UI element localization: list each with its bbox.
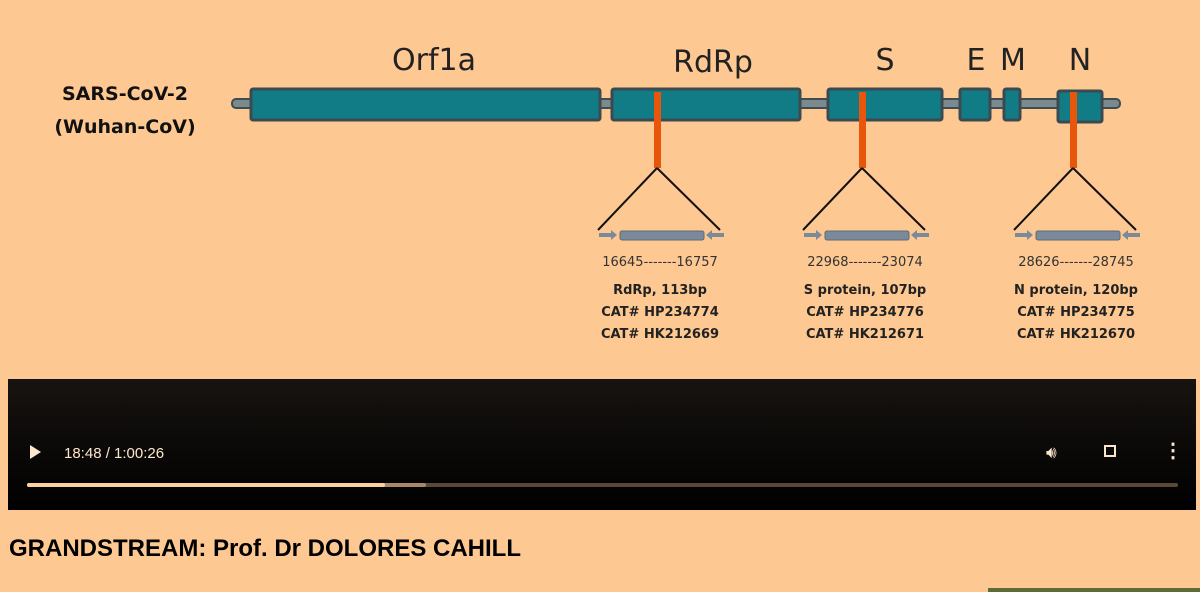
time-display: 18:48 / 1:00:26 <box>64 445 165 462</box>
fullscreen-icon[interactable] <box>1104 445 1116 457</box>
amplicon-bar <box>824 230 910 241</box>
gene-label-n: N <box>1069 43 1091 78</box>
reverse-primer-icon <box>1122 230 1140 240</box>
gene-box-e <box>958 87 992 122</box>
target-cat-hk: CAT# HK212671 <box>806 327 924 342</box>
target-marker <box>1070 92 1077 168</box>
virus-name: SARS-CoV-2 <box>62 83 188 105</box>
gene-label-m: M <box>1000 43 1026 78</box>
progress-scrubber[interactable] <box>27 483 1178 487</box>
reverse-primer-icon <box>911 230 929 240</box>
zoom-line-left <box>802 167 863 231</box>
genome-track <box>231 87 1121 124</box>
sidebar-edge <box>988 588 1200 592</box>
forward-primer-icon <box>1015 230 1033 240</box>
amplicon-bar <box>619 230 705 241</box>
zoom-line-left <box>597 167 658 231</box>
target-cat-hp: CAT# HP234775 <box>1017 305 1135 320</box>
gene-box-n <box>1056 89 1104 124</box>
genome-diagram: SARS-CoV-2 (Wuhan-CoV) Orf1a RdRp S E M … <box>54 43 1140 342</box>
gene-label-s: S <box>875 43 894 78</box>
virus-alias: (Wuhan-CoV) <box>54 116 195 138</box>
gene-box-s <box>826 87 944 122</box>
played-bar <box>27 483 385 487</box>
target-cat-hp: CAT# HP234776 <box>806 305 924 320</box>
more-vert-icon[interactable]: ⋮ <box>1163 440 1183 462</box>
volume-icon[interactable]: 🔊︎ <box>1046 443 1057 462</box>
gene-box-rdrp <box>610 87 802 122</box>
target-cat-hk: CAT# HK212669 <box>601 327 719 342</box>
target-cat-hk: CAT# HK212670 <box>1017 327 1135 342</box>
gene-box-m <box>1002 87 1022 122</box>
target-name: N protein, 120bp <box>1014 283 1138 298</box>
gene-label-orf1a: Orf1a <box>392 43 476 78</box>
target-range: 28626-------28745 <box>1018 255 1134 270</box>
target-cat-hp: CAT# HP234774 <box>601 305 719 320</box>
zoom-line-right <box>861 167 926 231</box>
forward-primer-icon <box>599 230 617 240</box>
target-range: 22968-------23074 <box>807 255 923 270</box>
target-name: RdRp, 113bp <box>613 283 707 298</box>
target-range: 16645-------16757 <box>602 255 718 270</box>
gene-box-orf1a <box>249 87 602 122</box>
forward-primer-icon <box>804 230 822 240</box>
amplicon-bar <box>1035 230 1121 241</box>
zoom-line-right <box>1072 167 1137 231</box>
zoom-line-right <box>656 167 721 231</box>
target-marker <box>859 92 866 168</box>
target-name: S protein, 107bp <box>804 283 927 298</box>
video-player[interactable]: 18:48 / 1:00:26 🔊︎ ⋮ <box>8 379 1196 510</box>
play-icon[interactable] <box>30 445 41 459</box>
video-title: GRANDSTREAM: Prof. Dr DOLORES CAHILL <box>9 535 521 562</box>
gene-label-e: E <box>967 43 986 78</box>
reverse-primer-icon <box>706 230 724 240</box>
gene-label-rdrp: RdRp <box>673 45 753 80</box>
target-marker <box>654 92 661 168</box>
zoom-line-left <box>1013 167 1074 231</box>
